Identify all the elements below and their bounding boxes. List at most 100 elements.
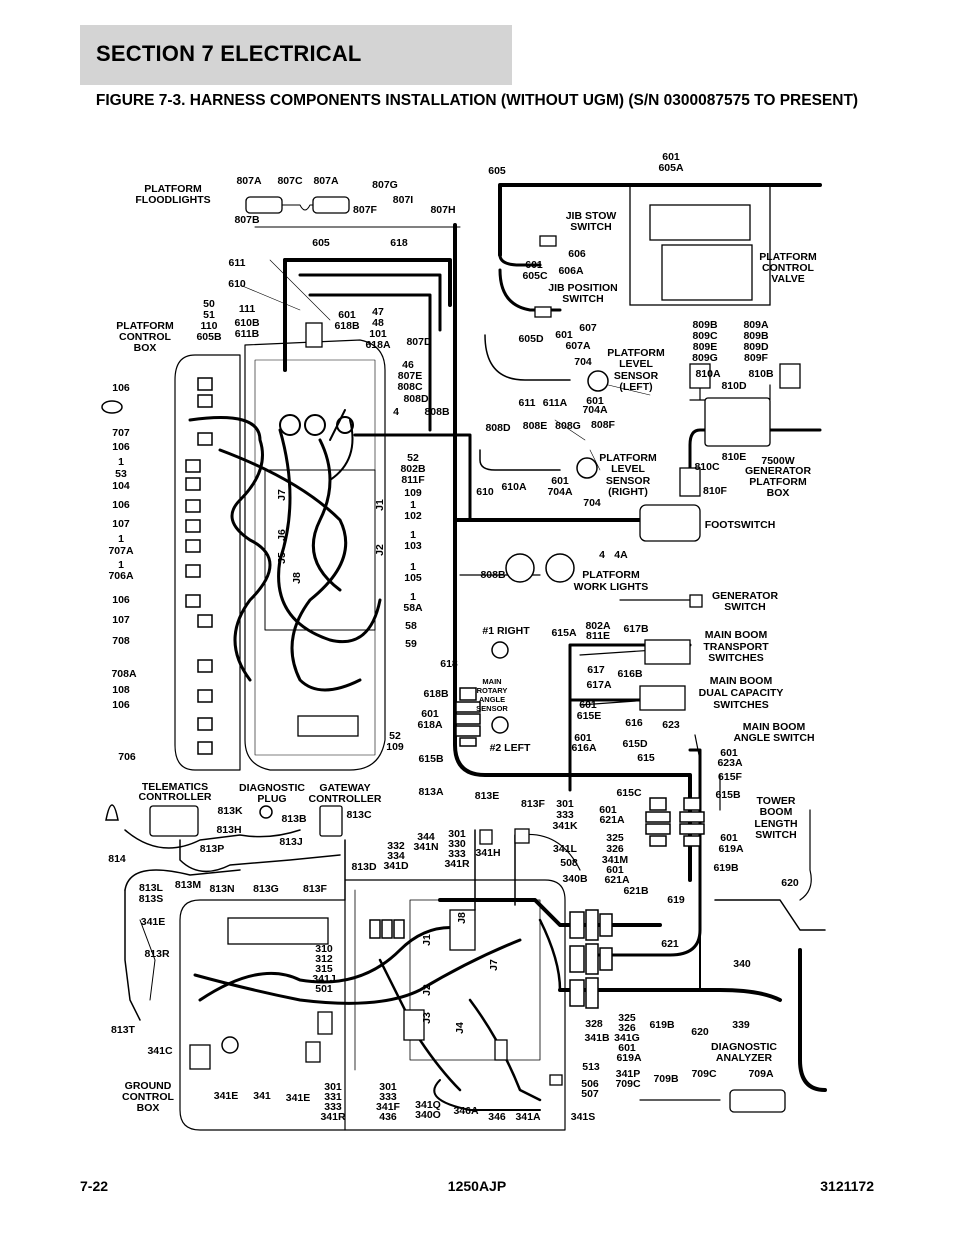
diagram-label: 618 (440, 658, 458, 670)
diagram-label: 605B (196, 331, 222, 343)
diagram-label: 709C (615, 1078, 641, 1090)
diagram-label: 109 (386, 741, 404, 753)
diagram-label: 809D (743, 341, 769, 353)
diagram-label: 330 (448, 838, 466, 850)
diagram-label: 621A (599, 814, 625, 826)
diagram-label: 813F (303, 883, 328, 895)
diagram-label: 605D (518, 333, 544, 345)
diagram-label: 813E (475, 790, 500, 802)
diagram-label: 4 (599, 549, 605, 561)
diagram-label: 341E (214, 1090, 239, 1102)
diagram-label: 341E (141, 916, 166, 928)
diagram-label: PLATFORM (599, 452, 657, 464)
diagram-label: 107 (112, 518, 130, 530)
diagram-label: BOOM (760, 806, 793, 818)
diagram-label: 341R (320, 1111, 346, 1123)
diagram-label: PLATFORM (607, 347, 665, 359)
diagram-label: 4A (614, 549, 628, 561)
diagram-label: BOX (134, 342, 157, 354)
diagram-label: GENERATOR (745, 465, 812, 477)
diagram-label: 346A (453, 1105, 479, 1117)
diagram-label: SWITCH (755, 829, 796, 841)
diagram-label: 325 (618, 1012, 636, 1024)
diagram-label: 611A (543, 397, 568, 409)
diagram-label: 813H (216, 824, 241, 836)
diagram-label: 807G (372, 179, 398, 191)
diagram-label: 610 (228, 278, 246, 290)
diagram-label: CONTROLLER (309, 793, 382, 805)
diagram-label: PLATFORM (116, 320, 174, 332)
diagram-label: 50 (203, 298, 215, 310)
diagram-label: 110 (201, 320, 218, 332)
diagram-label: 310 (315, 943, 333, 955)
diagram-label: 52 (407, 452, 419, 464)
diagram-label: MAIN BOOM (705, 629, 768, 641)
diagram-label: 301 (448, 828, 466, 840)
connector-label: J6 (276, 529, 288, 541)
diagram-label: 605 (488, 165, 506, 177)
diagram-label: GATEWAY (319, 782, 370, 794)
connector-label: J8 (291, 572, 303, 584)
connector-label: J3 (421, 1012, 433, 1024)
diagram-label: SWITCH (570, 221, 611, 233)
diagram-label: (LEFT) (619, 381, 652, 393)
diagram-label: 47 (372, 306, 384, 318)
diagram-label: 618B (334, 320, 360, 332)
diagram-label: 621B (623, 885, 649, 897)
diagram-label: PLATFORM (749, 476, 807, 488)
diagram-label: 619B (649, 1019, 675, 1031)
diagram-label: 808F (591, 419, 616, 431)
diagram-label: 106 (112, 699, 130, 711)
diagram-label: 104 (112, 480, 130, 492)
diagram-label: 813J (279, 836, 303, 848)
diagram-label: 341Q (415, 1099, 441, 1111)
diagram-label: 615F (718, 771, 743, 783)
diagram-label: 810B (748, 368, 774, 380)
diagram-label: SWITCH (724, 601, 765, 613)
diagram-label: 1 (118, 559, 124, 571)
diagram-label: 802A (585, 620, 611, 632)
diagram-label: 619A (718, 843, 744, 855)
diagram-label: 709A (748, 1068, 774, 1080)
diagram-label: WORK LIGHTS (574, 581, 649, 593)
diagram-label: 809F (744, 352, 769, 364)
diagram-label: 810A (695, 368, 721, 380)
diagram-label: TELEMATICS (142, 781, 208, 793)
diagram-label: ANGLE (479, 695, 505, 704)
diagram-label: 341H (475, 847, 500, 859)
diagram-label: 615E (577, 710, 602, 722)
diagram-label: VALVE (771, 273, 804, 285)
diagram-label: 809E (693, 341, 718, 353)
diagram-label: 326 (618, 1022, 636, 1034)
diagram-label: 621 (661, 938, 679, 950)
diagram-label: SENSOR (476, 704, 508, 713)
diagram-label: 808D (403, 393, 429, 405)
diagram-label: 101 (369, 328, 387, 340)
diagram-label: LEVEL (619, 358, 653, 370)
diagram-label: 813L (139, 882, 164, 894)
diagram-label: 605A (658, 162, 684, 174)
diagram-label: 341L (553, 843, 578, 855)
diagram-label: 106 (112, 441, 130, 453)
diagram-label: CONTROLLER (139, 791, 212, 803)
diagram-label: 810D (721, 380, 747, 392)
diagram-label: 601 (338, 309, 356, 321)
diagram-label: TOWER (757, 795, 796, 807)
diagram-label: 618 (390, 237, 408, 249)
diagram-label: PLATFORM (582, 569, 640, 581)
diagram-label: 328 (585, 1018, 603, 1030)
diagram-label: 601 (606, 864, 624, 876)
diagram-label: 601 (574, 732, 592, 744)
diagram-label: 619 (667, 894, 685, 906)
diagram-label: 616A (571, 742, 597, 754)
diagram-label: SENSOR (606, 475, 651, 487)
diagram-label: 621A (604, 874, 630, 886)
diagram-label: 333 (448, 848, 466, 860)
diagram-label: 610B (234, 317, 260, 329)
diagram-label: 813M (175, 879, 202, 891)
diagram-label: PLUG (257, 793, 286, 805)
connector-label: J1 (374, 499, 386, 511)
diagram-label: TRANSPORT (703, 641, 769, 653)
diagram-label: 601 (662, 151, 680, 163)
diagram-label: 709B (653, 1073, 679, 1085)
